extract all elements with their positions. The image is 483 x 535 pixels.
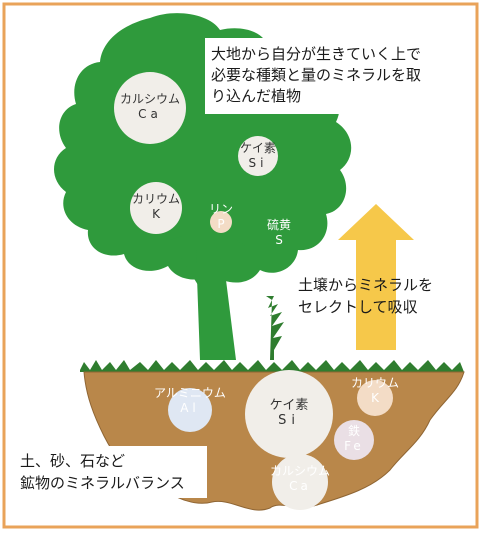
- tree-potassium-label: カリウム K: [118, 192, 194, 222]
- soil-iron-symbol: Fe: [344, 439, 364, 453]
- soil-iron-label: 鉄 Fe: [330, 424, 378, 454]
- soil-calcium-symbol: Ca: [289, 479, 311, 493]
- tree-silicon-label: ケイ素 Si: [228, 141, 288, 171]
- tree-calcium-label: カルシウム Ca: [110, 92, 190, 122]
- outer-border: [2, 2, 479, 529]
- soil-potassium-label: カリウム K: [337, 376, 413, 406]
- tree-phosphorus-label: リン P: [196, 202, 246, 232]
- tree-phosphorus-symbol: P: [217, 217, 225, 231]
- circle-soil-silicon: [245, 370, 333, 458]
- callout-top: 大地から自分が生きていく上で 必要な種類と量のミネラルを取 り込んだ植物: [205, 38, 455, 114]
- tree-potassium-name: カリウム: [131, 192, 180, 206]
- callout-bottom-line1: 土、砂、石など: [20, 452, 126, 470]
- soil-iron-name: 鉄: [347, 424, 360, 438]
- callout-middle: 土壌からミネラルを セレクトして吸収: [298, 274, 463, 318]
- callout-middle-line2: セレクトして吸収: [298, 298, 418, 316]
- soil-potassium-symbol: K: [371, 391, 379, 405]
- tree-sulfur-symbol: S: [275, 233, 283, 247]
- callout-bottom-line2: 鉱物のミネラルバランス: [20, 474, 185, 492]
- tree-calcium-symbol: Ca: [138, 107, 162, 121]
- tree-trunk: [196, 240, 246, 360]
- circle-soil-iron: [334, 420, 374, 460]
- soil-calcium-label: カルシウム Ca: [258, 464, 342, 494]
- tree-calcium-name: カルシウム: [119, 92, 180, 106]
- tree-phosphorus-name: リン: [208, 202, 233, 216]
- callout-top-line3: り込んだ植物: [211, 87, 302, 105]
- circle-soil-potassium: [357, 380, 393, 416]
- circle-soil-aluminium: [168, 388, 212, 432]
- soil-silicon-name: ケイ素: [269, 398, 309, 413]
- soil-calcium-name: カルシウム: [269, 464, 330, 478]
- circle-tree-calcium: [114, 72, 186, 144]
- circle-tree-silicon: [238, 136, 278, 176]
- soil-silicon-symbol: Si: [278, 413, 300, 428]
- soil-aluminium-name: アルミニウム: [154, 386, 226, 400]
- callout-top-line1: 大地から自分が生きていく上で: [211, 45, 422, 63]
- soil-aluminium-symbol: Al: [180, 401, 200, 415]
- circle-tree-phosphorus: [210, 211, 232, 233]
- soil-aluminium-label: アルミニウム Al: [140, 386, 240, 416]
- grass-band: [80, 360, 464, 372]
- upward-arrow: [338, 204, 414, 350]
- circle-tree-potassium: [130, 182, 182, 234]
- circle-soil-calcium: [272, 454, 328, 510]
- callout-middle-line1: 土壌からミネラルを: [298, 276, 434, 294]
- soil-silicon-label: ケイ素 Si: [249, 398, 329, 428]
- seedling: [266, 296, 284, 360]
- tree-silicon-symbol: Si: [248, 156, 268, 170]
- tree-sulfur-name: 硫黄: [266, 218, 291, 232]
- tree-sulfur-label: 硫黄 S: [256, 218, 302, 248]
- callout-bottom: 土、砂、石など 鉱物のミネラルバランス: [12, 446, 207, 498]
- callout-top-line2: 必要な種類と量のミネラルを取: [211, 66, 422, 84]
- tree-silicon-name: ケイ素: [240, 141, 276, 155]
- tree-potassium-symbol: K: [152, 207, 160, 221]
- soil-potassium-name: カリウム: [350, 376, 399, 390]
- tree-branch-left: [170, 236, 204, 285]
